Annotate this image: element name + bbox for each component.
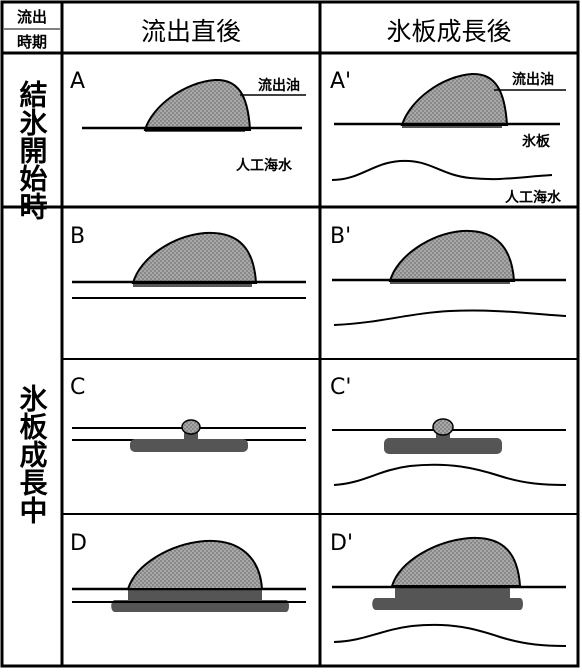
panel-A-prime: A' 流出油 氷板 人工海水 [330,69,566,206]
panel-C-prime: C' [330,375,566,485]
panel-B-prime: B' [330,224,566,325]
oil-blob-Dp [392,538,520,586]
panel-D-letter: D [70,531,87,556]
label-seawater-A: 人工海水 [236,157,293,174]
panel-A: A 流出油 人工海水 [70,69,306,174]
row-ice-growing-label: 氷板成長中 [16,384,49,524]
label-ice-Ap: 氷板 [522,133,551,150]
oil-blob-Bp [390,231,514,281]
panel-C: C [70,375,306,452]
oil-blob-B [133,233,256,283]
panel-A-letter: A [70,69,85,94]
panel-B: B [70,224,306,298]
col1-title: 流出直後 [141,17,241,46]
oil-under-ice-Dp [372,586,523,610]
panel-D: D [70,531,306,612]
panel-C-prime-letter: C' [330,375,351,400]
panel-B-letter: B [70,224,85,249]
row-freeze-start-label: 結氷開始時 [16,79,49,220]
period-label-line1: 流出 [17,8,47,26]
panel-D-prime-letter: D' [330,531,353,556]
col2-title: 氷板成長後 [386,17,511,46]
label-oil-Ap: 流出油 [512,71,554,88]
label-oil-A: 流出油 [258,77,300,94]
panel-B-prime-letter: B' [330,224,351,249]
panel-A-prime-letter: A' [330,69,351,94]
oil-surface-Cp [433,419,453,435]
period-label-line2: 時期 [17,33,47,51]
label-seawater-Ap: 人工海水 [505,189,562,206]
oil-blob-A [145,80,250,130]
oil-blob-D [128,541,262,589]
oil-blob-Ap [402,74,507,125]
oil-surface-C [182,420,200,434]
panel-C-letter: C [70,375,85,400]
panel-D-prime: D' [330,531,566,646]
